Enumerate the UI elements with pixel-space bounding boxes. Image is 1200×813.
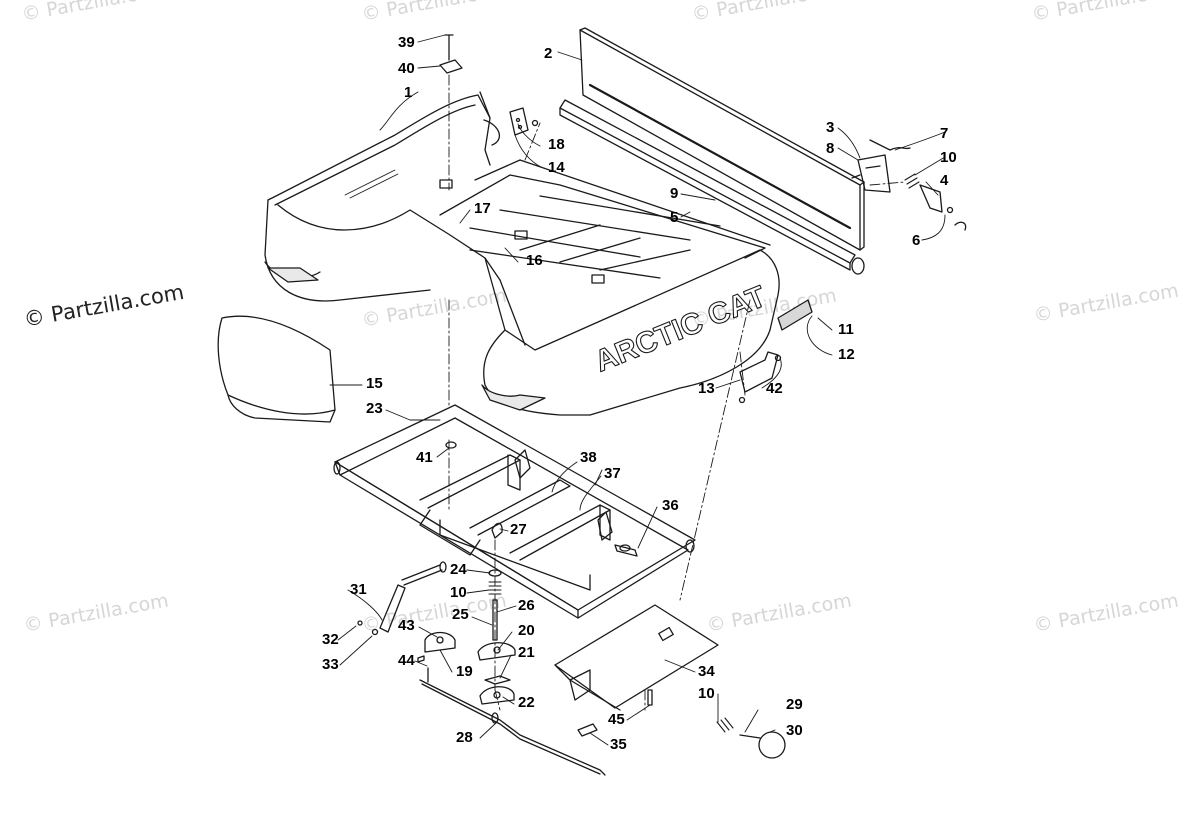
callout-24: 24 (450, 561, 467, 578)
callout-44: 44 (398, 652, 415, 669)
callout-42: 42 (766, 380, 783, 397)
callout-13: 13 (698, 380, 715, 397)
callout-26: 26 (518, 597, 535, 614)
box-frame (333, 404, 696, 619)
callout-14: 14 (548, 159, 565, 176)
reflector (777, 299, 813, 331)
callout-2: 2 (544, 45, 553, 62)
callout-31: 31 (350, 581, 367, 598)
callout-35: 35 (610, 736, 627, 753)
callout-27: 27 (510, 521, 527, 538)
callout-10-latch: 10 (940, 149, 957, 166)
callout-8: 8 (826, 140, 835, 157)
callout-4: 4 (940, 172, 949, 189)
callout-11: 11 (838, 321, 854, 338)
cup-27 (491, 522, 503, 539)
callout-18: 18 (548, 136, 565, 153)
callout-23: 23 (366, 400, 383, 417)
callout-34: 34 (698, 663, 715, 680)
callout-33: 33 (322, 656, 339, 673)
callout-32: 32 (322, 631, 339, 648)
callout-21: 21 (518, 644, 535, 661)
clip-35 (577, 723, 598, 737)
callout-12: 12 (838, 346, 855, 363)
callout-7: 7 (940, 125, 949, 142)
callout-30: 30 (786, 722, 803, 739)
callout-22: 22 (518, 694, 535, 711)
cargo-box (264, 91, 780, 416)
release-knob (716, 717, 786, 759)
callout-6: 6 (912, 232, 921, 249)
callout-28: 28 (456, 729, 473, 746)
hinge-plate (509, 107, 539, 136)
tailgate-rail (559, 99, 865, 275)
washer-41 (445, 441, 457, 449)
callout-17: 17 (474, 200, 491, 217)
latch-assembly (851, 139, 967, 231)
callout-38: 38 (580, 449, 597, 466)
callout-20: 20 (518, 622, 535, 639)
leader-lines (329, 34, 946, 746)
callout-41: 41 (416, 449, 433, 466)
callout-39: 39 (398, 34, 415, 51)
callout-1: 1 (404, 84, 413, 101)
callout-15: 15 (366, 375, 383, 392)
gas-strut (357, 561, 447, 636)
callout-37: 37 (604, 465, 621, 482)
pivot-bolt (614, 544, 638, 557)
callout-19: 19 (456, 663, 473, 680)
callout-5: 5 (670, 209, 679, 226)
callout-45: 45 (608, 711, 625, 728)
cover-plate (554, 604, 719, 711)
fender-pad (217, 315, 336, 423)
callout-40: 40 (398, 60, 415, 77)
callout-10-knob: 10 (698, 685, 715, 702)
callout-16: 16 (526, 252, 543, 269)
callout-29: 29 (786, 696, 803, 713)
latch-bolt-stack (488, 569, 502, 641)
bolt-39 (439, 34, 463, 74)
license-bracket (738, 351, 782, 404)
latch-rod (419, 679, 606, 776)
callout-10-bolt: 10 (450, 584, 467, 601)
callout-43: 43 (398, 617, 415, 634)
callout-3: 3 (826, 119, 835, 136)
brand-logo-text: ARCTIC CAT (590, 280, 770, 378)
bolt-45 (647, 689, 653, 706)
latch-plates (417, 631, 516, 705)
tailgate-panel (579, 27, 865, 251)
callout-36: 36 (662, 497, 679, 514)
callout-25: 25 (452, 606, 469, 623)
callout-9: 9 (670, 185, 679, 202)
